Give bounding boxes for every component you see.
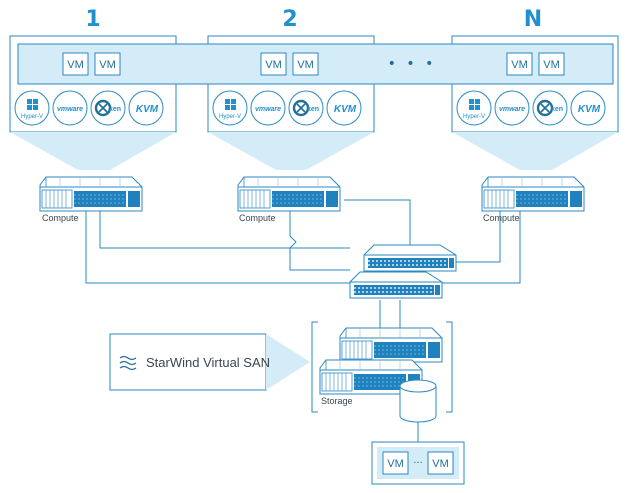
hypervisor-kvm: KVM (128, 90, 164, 126)
kvm-icon (570, 90, 606, 126)
vm-label: VM (99, 59, 116, 71)
kvm-icon (326, 90, 362, 126)
hypervisor-label: KVM (334, 104, 357, 115)
vm-box: VM (292, 52, 319, 76)
hypervisor-label: Hyper-V (219, 114, 241, 120)
hypervisor-label: xen (307, 106, 319, 113)
starwind-label: StarWind Virtual SAN (146, 355, 270, 370)
link-compute2-lower (289, 211, 350, 271)
hypervisor-windows: Hyper-V (212, 90, 248, 126)
vmware-icon (250, 90, 286, 126)
kvm-icon (128, 90, 164, 126)
network-switch-lower (349, 271, 443, 299)
vmware-icon (494, 90, 530, 126)
link-computen-lower (440, 211, 521, 284)
hypervisor-label: xen (551, 106, 563, 113)
vm-box: VM (506, 52, 533, 76)
funnel-n (452, 132, 618, 170)
bottom-vm-panel: VM ··· VM (371, 441, 465, 485)
vm-box: VM (538, 52, 565, 76)
hypervisor-vmware: vmware (52, 90, 88, 126)
hypervisor-label: vmware (57, 106, 83, 113)
vmware-icon (52, 90, 88, 126)
hypervisor-windows: Hyper-V (14, 90, 50, 126)
vm-box: VM (94, 52, 121, 76)
vm-box: VM (260, 52, 287, 76)
xen-icon (532, 90, 568, 126)
network-switch-upper (363, 244, 457, 272)
compute-label: Compute (239, 213, 276, 223)
hypervisor-kvm: KVM (570, 90, 606, 126)
host-funnels (10, 132, 618, 170)
bracket-left (311, 321, 318, 413)
compute-label: Compute (42, 213, 79, 223)
storage-server-1 (339, 327, 443, 363)
vm-label: VM (67, 59, 84, 71)
storage-disk-icon (399, 379, 437, 423)
host-number-1: 1 (85, 7, 100, 32)
hypervisor-label: Hyper-V (463, 114, 485, 120)
hypervisor-xen: xen (288, 90, 324, 126)
hypervisor-vmware: vmware (250, 90, 286, 126)
link-compute2-upper (344, 199, 411, 246)
vm-ellipsis: ··· (413, 458, 423, 469)
storage-cluster: Storage (311, 321, 453, 423)
host-panels: 1 2 N VM VM VM VM VM (9, 7, 619, 133)
vm-label: VM (511, 59, 528, 71)
starwind-arrow (266, 334, 310, 390)
vm-box: VM (427, 451, 454, 475)
link-computen-upper (454, 211, 501, 263)
bracket-right (446, 321, 453, 413)
hypervisor-label: xen (109, 106, 121, 113)
link-compute1-upper (99, 211, 350, 249)
hypervisor-label: Hyper-V (21, 114, 43, 120)
hypervisor-label: vmware (499, 106, 525, 113)
compute-label: Compute (483, 213, 520, 223)
compute-server-2: Compute (237, 176, 341, 223)
link-compute1-switch (85, 211, 350, 284)
host-number-n: N (524, 7, 542, 32)
starwind-box: StarWind Virtual SAN (109, 333, 310, 391)
vm-label: VM (432, 458, 449, 470)
hypervisor-label: KVM (136, 104, 159, 115)
hypervisor-xen: xen (90, 90, 126, 126)
storage-label: Storage (321, 396, 353, 406)
compute-server-1: Compute (39, 176, 143, 223)
network-links (85, 199, 521, 442)
starwind-waves-icon (119, 355, 137, 371)
ellipsis: • • • (388, 56, 437, 72)
hypervisor-windows: Hyper-V (456, 90, 492, 126)
vm-label: VM (543, 59, 560, 71)
vm-box: VM (62, 52, 89, 76)
hypervisor-xen: xen (532, 90, 568, 126)
funnel-2 (208, 132, 374, 170)
hypervisor-label: vmware (255, 106, 281, 113)
vm-label: VM (387, 458, 404, 470)
vm-box: VM (382, 451, 409, 475)
xen-icon (90, 90, 126, 126)
compute-server-n: Compute (481, 176, 585, 223)
hypervisor-vmware: vmware (494, 90, 530, 126)
host-number-2: 2 (282, 7, 297, 32)
hypervisor-kvm: KVM (326, 90, 362, 126)
vm-label: VM (265, 59, 282, 71)
xen-icon (288, 90, 324, 126)
hypervisor-label: KVM (578, 104, 601, 115)
funnel-1 (10, 132, 176, 170)
vm-label: VM (297, 59, 314, 71)
